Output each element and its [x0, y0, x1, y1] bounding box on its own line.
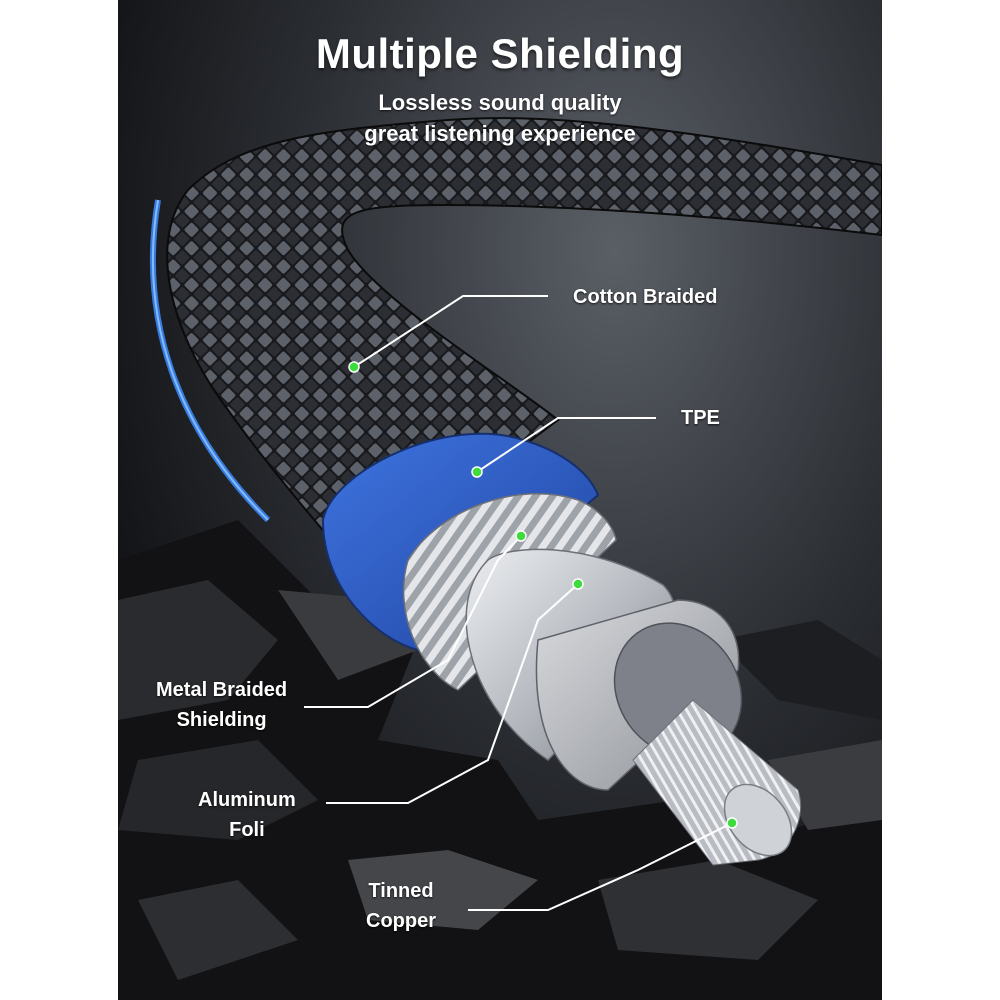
product-image-panel: Multiple Shielding Lossless sound qualit…: [118, 0, 882, 1000]
headline: Multiple Shielding: [315, 30, 685, 77]
cable-cross-section-illustration: [118, 117, 882, 1000]
label-cotton-braided: Cotton Braided: [573, 286, 718, 308]
rock-ground: [118, 520, 882, 1000]
callout-markers: [348, 361, 738, 829]
label-tinned-line-1: Tinned: [368, 880, 434, 902]
label-tpe: TPE: [681, 407, 720, 429]
label-aluminum-line-1: Aluminum: [198, 789, 296, 811]
label-metal-line-2: Shielding: [176, 709, 267, 731]
callout-lines: [304, 295, 733, 911]
label-aluminum-foil: Aluminum Foli: [198, 785, 296, 845]
subtitle-line-2: great listening experience: [364, 121, 636, 146]
label-aluminum-line-2: Foli: [229, 819, 265, 841]
label-tinned-copper: Tinned Copper: [366, 876, 436, 936]
cotton-braided-layer: [166, 117, 882, 572]
label-metal-line-1: Metal Braided: [156, 679, 288, 701]
label-metal-braided-shielding: Metal Braided Shielding: [156, 675, 287, 735]
subtitle-line-1: Lossless sound quality: [378, 90, 622, 115]
label-tinned-line-2: Copper: [366, 910, 436, 932]
